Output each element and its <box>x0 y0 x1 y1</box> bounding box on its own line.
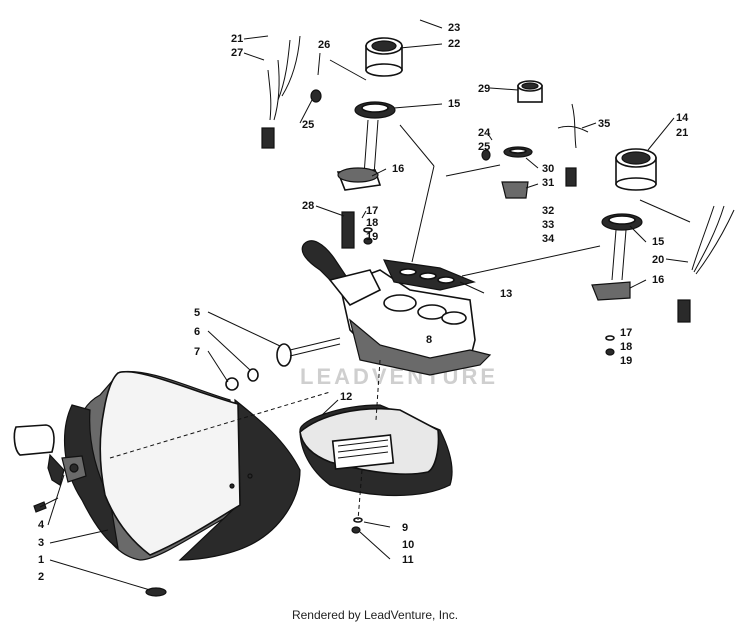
nut-25b <box>481 149 491 161</box>
callout-18-right: 18 <box>620 341 632 353</box>
callout-11: 11 <box>402 554 414 566</box>
callout-34: 34 <box>542 233 555 245</box>
nut-11 <box>351 526 361 534</box>
callout-19-right: 19 <box>620 355 632 367</box>
callout-9: 9 <box>402 522 408 534</box>
callout-15-right: 15 <box>652 236 664 248</box>
callout-10: 10 <box>402 539 414 551</box>
callout-25-mid: 25 <box>478 141 490 153</box>
washer-18 <box>363 227 373 233</box>
callout-1: 1 <box>38 554 44 566</box>
callout-29: 29 <box>478 83 490 95</box>
callout-16-left: 16 <box>392 163 404 175</box>
nut-25 <box>310 89 322 103</box>
callout-5: 5 <box>194 307 200 319</box>
mirror-assembly <box>13 424 87 486</box>
callout-32: 32 <box>542 205 554 217</box>
callout-8: 8 <box>426 334 432 346</box>
callout-18-left: 18 <box>366 217 378 229</box>
callout-20: 20 <box>652 254 664 266</box>
callout-13: 13 <box>500 288 512 300</box>
callout-17-right: 17 <box>620 327 632 339</box>
callout-22: 22 <box>448 38 460 50</box>
callout-14: 14 <box>676 112 689 124</box>
screw-4 <box>33 497 59 513</box>
parts-diagram: LEADVENTURE <box>13 19 735 597</box>
gauge-14 <box>591 148 657 301</box>
washer-18b <box>605 335 615 341</box>
grommet-2 <box>145 587 167 597</box>
callout-7: 7 <box>194 346 200 358</box>
nut-19 <box>363 237 373 245</box>
callout-2: 2 <box>38 571 44 583</box>
callout-15-top: 15 <box>448 98 460 110</box>
callout-21-right: 21 <box>676 127 688 139</box>
handlebar-grip <box>301 240 382 307</box>
console-hood <box>299 404 453 497</box>
callout-4: 4 <box>38 519 45 531</box>
gauge-29 <box>501 80 543 199</box>
callout-leaders <box>47 19 689 591</box>
wire-harness-27 <box>261 35 301 149</box>
assembly-lines <box>109 59 691 521</box>
callout-6: 6 <box>194 326 200 338</box>
callout-23: 23 <box>448 22 460 34</box>
gauge-22 <box>336 37 403 191</box>
windshield <box>64 370 301 561</box>
callout-35: 35 <box>598 118 610 130</box>
footer-credit: Rendered by LeadVenture, Inc. <box>291 608 459 622</box>
wire-harness-20 <box>677 205 735 323</box>
callout-12: 12 <box>340 391 352 403</box>
callout-27: 27 <box>231 47 243 59</box>
instrument-housing <box>339 259 492 376</box>
callout-28: 28 <box>302 200 314 212</box>
callout-21-top: 21 <box>231 33 243 45</box>
callout-labels: 21 27 26 23 22 25 15 16 28 17 18 19 29 2… <box>38 22 689 583</box>
switch-28 <box>341 211 355 249</box>
callout-33: 33 <box>542 219 554 231</box>
callout-25-left: 25 <box>302 119 314 131</box>
callout-31: 31 <box>542 177 554 189</box>
callout-19-left: 19 <box>366 231 378 243</box>
callout-26: 26 <box>318 39 330 51</box>
callout-17-left: 17 <box>366 205 378 217</box>
wire-harness-35 <box>557 103 589 187</box>
bolt-assembly <box>225 337 341 391</box>
callout-24: 24 <box>478 127 491 139</box>
callout-16-right: 16 <box>652 274 664 286</box>
callout-3: 3 <box>38 537 44 549</box>
callout-30: 30 <box>542 163 554 175</box>
nut-19b <box>605 348 615 356</box>
